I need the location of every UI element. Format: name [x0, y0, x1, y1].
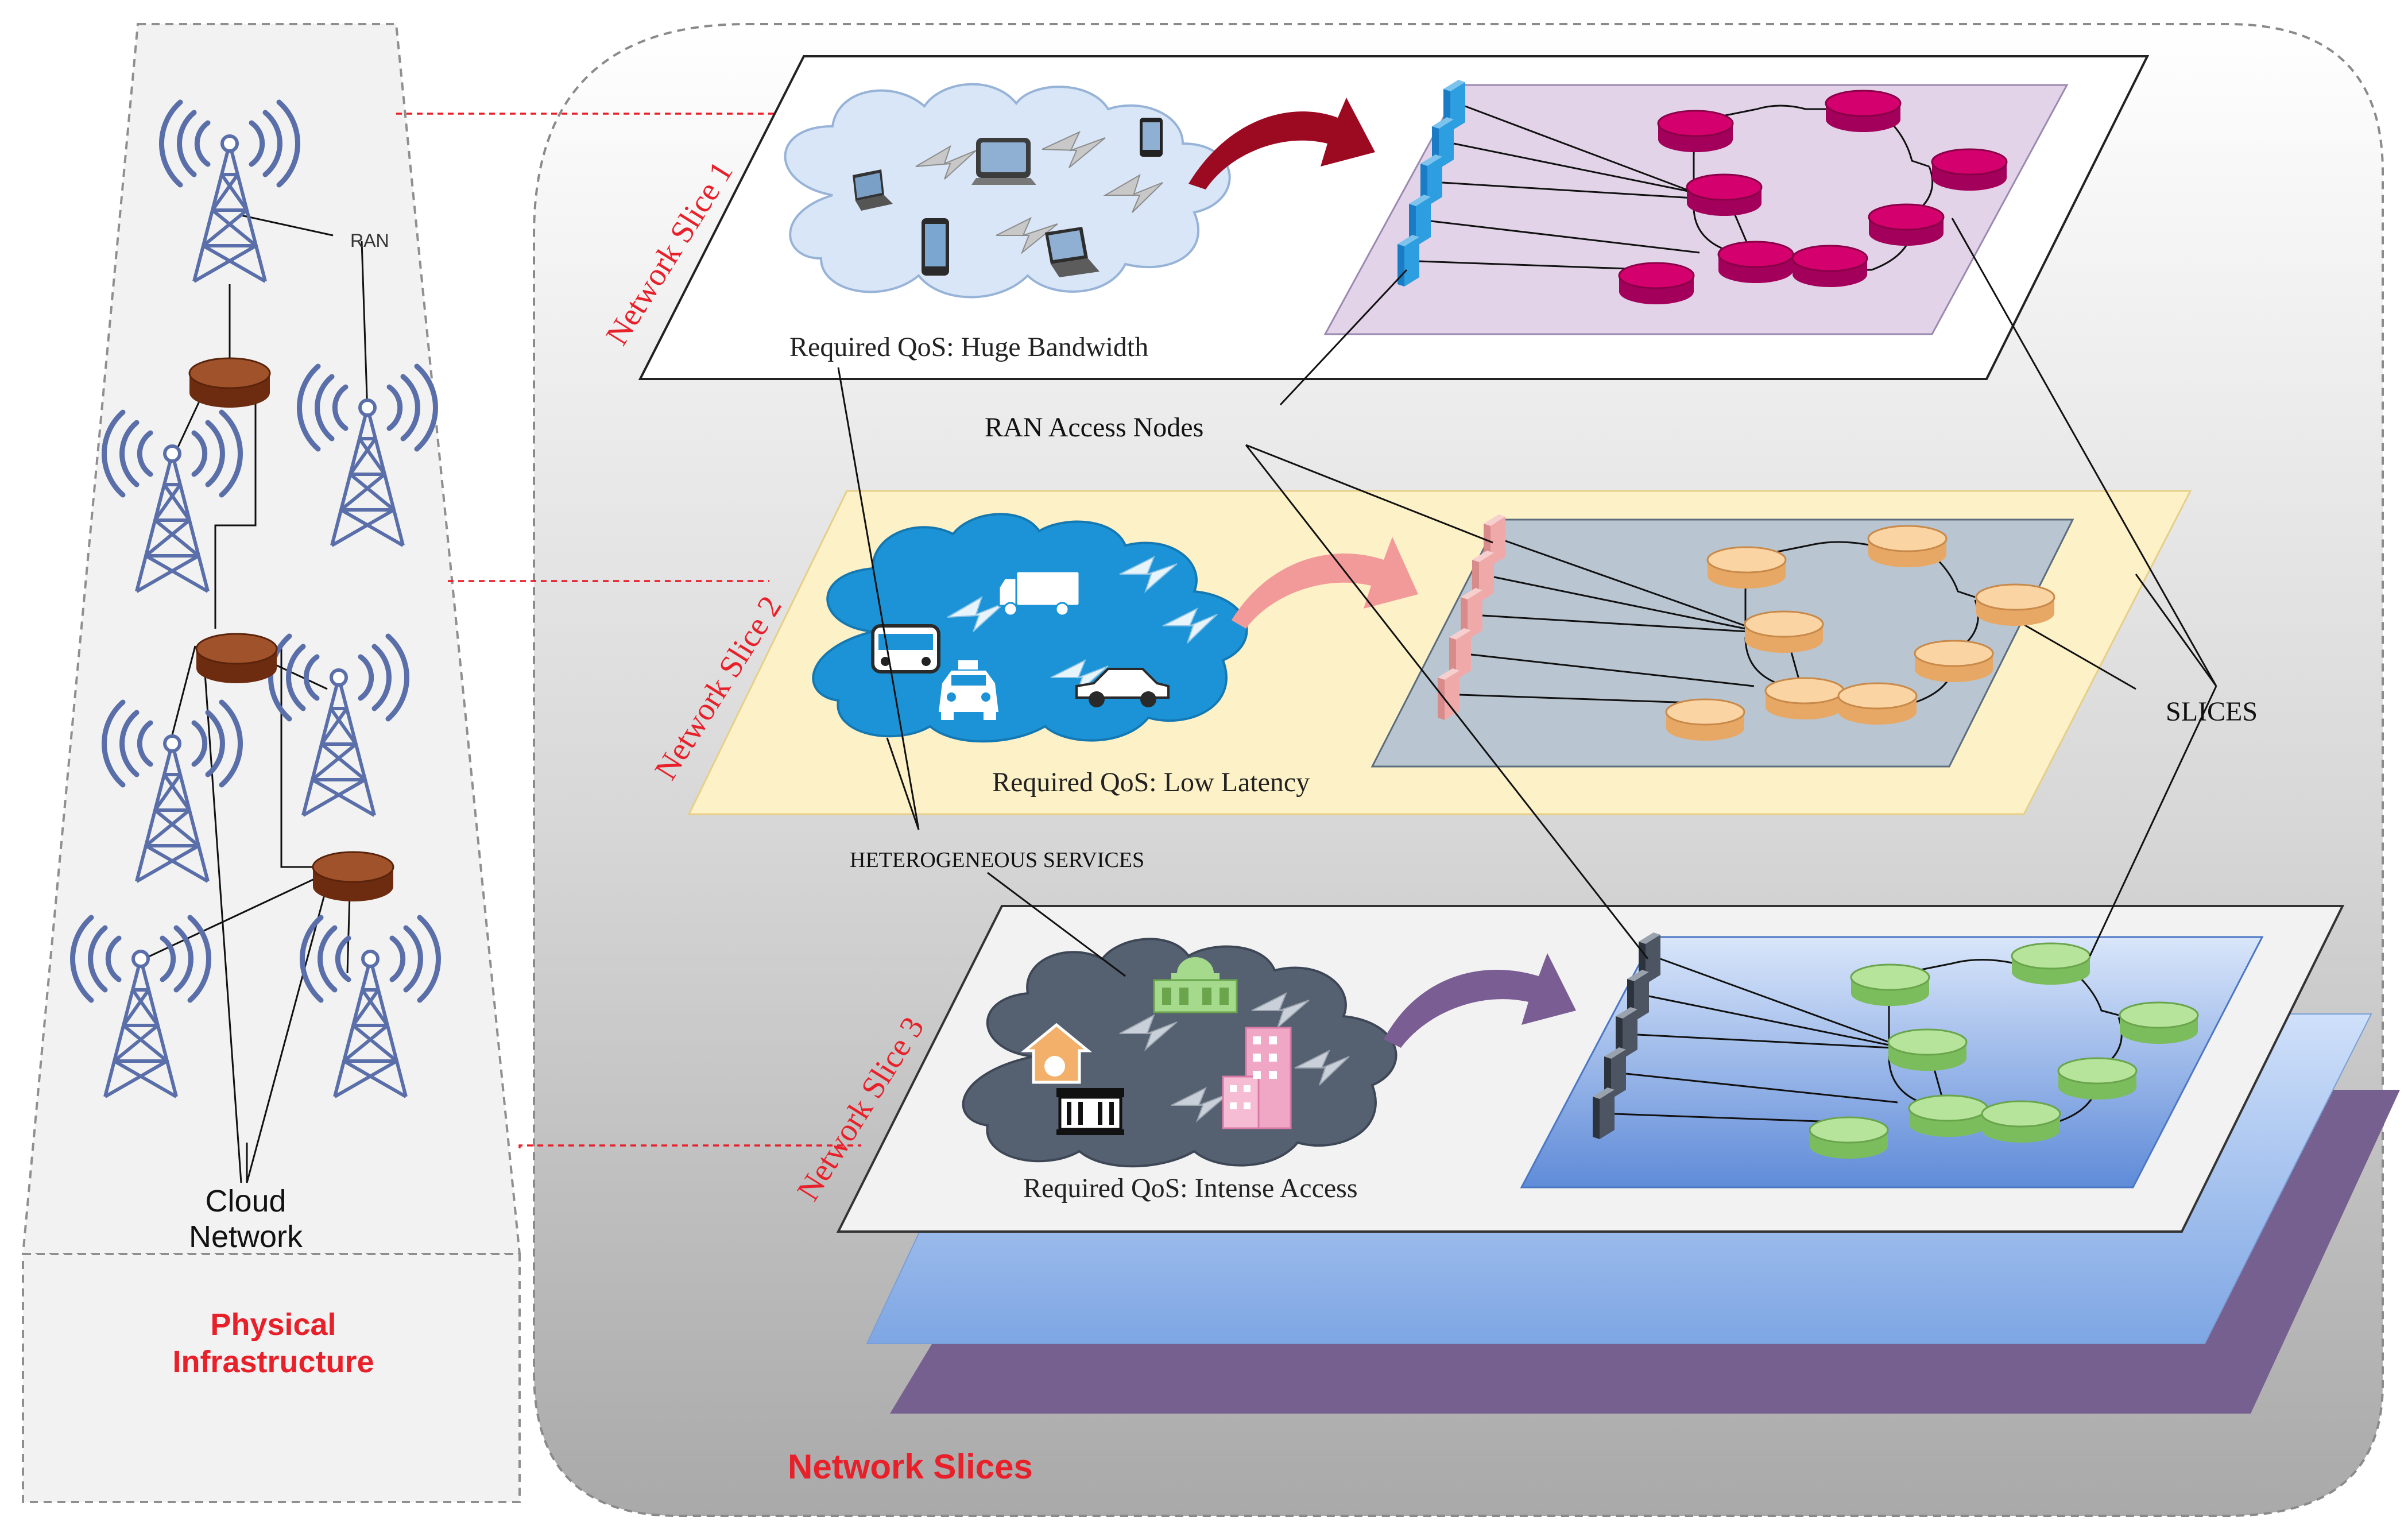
network-slices-title: Network Slices — [788, 1447, 1033, 1486]
phone-icon — [922, 218, 949, 276]
slice-3-qos-label: Required QoS: Intense Access — [1023, 1173, 1358, 1203]
slice-1-arrow — [1188, 98, 1375, 189]
network-slice-3: Required QoS: Intense Access — [836, 905, 2345, 1233]
annotation-leader-lines — [837, 218, 2217, 977]
cloud-network-label-line-2: Network — [189, 1220, 303, 1254]
laptop-icon — [853, 169, 893, 211]
government-building-icon — [1153, 957, 1238, 1013]
home-icon — [1020, 1023, 1093, 1084]
tablet-icon — [971, 138, 1036, 185]
slices-label: SLICES — [2166, 696, 2258, 727]
slice-3-links — [1614, 958, 2123, 1125]
network-slice-2: Required QoS: Low Latency — [687, 490, 2192, 815]
bus-icon — [871, 624, 940, 673]
office-towers-icon — [1222, 1027, 1292, 1129]
slice-connector-lines — [396, 113, 861, 1148]
smartphone-icon — [1140, 118, 1163, 157]
slice-1-qos-label: Required QoS: Huge Bandwidth — [789, 332, 1148, 362]
slice-2-qos-label: Required QoS: Low Latency — [992, 767, 1310, 798]
physical-infrastructure-title-line-1: Physical — [210, 1307, 336, 1342]
truck-icon — [998, 570, 1081, 617]
physical-infrastructure-title-line-2: Infrastructure — [172, 1345, 374, 1379]
slice-1-cloud — [784, 83, 1231, 299]
ran-access-nodes-label: RAN Access Nodes — [985, 412, 1203, 443]
cloud-network-label-line-1: Cloud — [205, 1184, 286, 1218]
bank-building-icon — [1056, 1088, 1124, 1135]
slice-1-links — [1419, 104, 1934, 271]
physical-infrastructure-panel — [21, 23, 521, 1503]
car-icon — [1075, 668, 1170, 707]
ran-label: RAN — [350, 230, 389, 251]
slice-3-arrow — [1384, 953, 1576, 1048]
notebook-icon — [1045, 227, 1100, 277]
taxi-icon — [939, 660, 998, 720]
network-slice-1: Required QoS: Huge Bandwidth — [638, 55, 2150, 380]
heterogeneous-services-label: HETEROGENEOUS SERVICES — [850, 848, 1144, 872]
